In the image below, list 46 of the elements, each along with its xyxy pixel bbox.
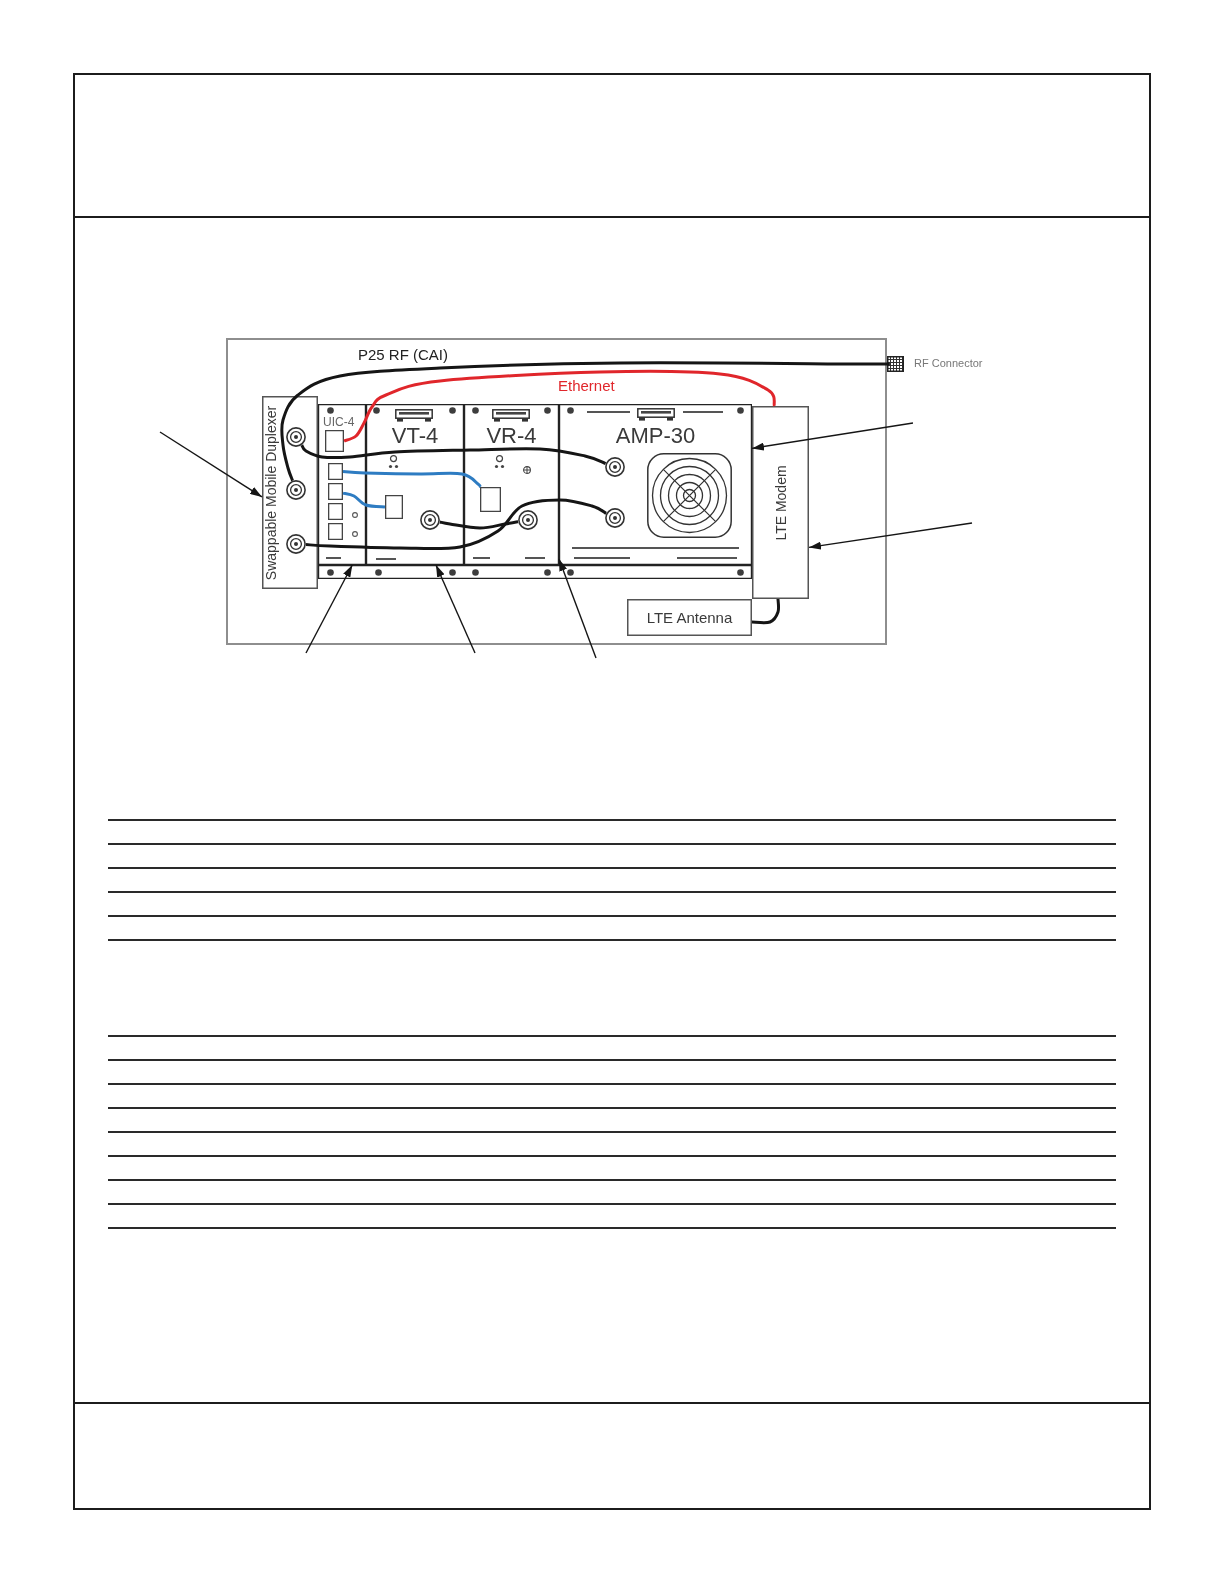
coax-jack bbox=[286, 427, 306, 447]
leader-line bbox=[808, 522, 973, 550]
leader-line bbox=[305, 564, 353, 654]
edge-label: P25 RF (CAI) bbox=[356, 347, 450, 364]
module-label: AMP-30 bbox=[615, 424, 696, 448]
module-label: UIC-4 bbox=[323, 416, 355, 429]
rack-module bbox=[318, 404, 366, 565]
cable bbox=[342, 470, 482, 488]
leader-line bbox=[751, 422, 914, 451]
coax-jack bbox=[605, 508, 625, 528]
connector-label: RF Connector bbox=[914, 357, 983, 370]
antenna-unit bbox=[627, 599, 752, 636]
leader-line bbox=[435, 564, 476, 654]
coax-jack bbox=[605, 457, 625, 477]
data-port bbox=[480, 487, 501, 512]
cable bbox=[343, 369, 776, 443]
leader-line bbox=[558, 558, 597, 659]
data-port bbox=[325, 430, 344, 452]
rack-module bbox=[464, 404, 559, 565]
coax-jack bbox=[286, 480, 306, 500]
data-port bbox=[328, 463, 343, 480]
data-port bbox=[328, 483, 343, 500]
rack-module bbox=[366, 404, 464, 565]
leader-line bbox=[159, 431, 263, 498]
data-port bbox=[385, 495, 403, 519]
rf-connector bbox=[887, 356, 904, 372]
cable bbox=[300, 444, 607, 465]
duplexer-unit bbox=[262, 396, 318, 589]
data-port bbox=[328, 523, 343, 540]
coax-jack bbox=[518, 510, 538, 530]
coax-jack bbox=[286, 534, 306, 554]
cable bbox=[342, 491, 386, 509]
modem-unit bbox=[752, 406, 809, 599]
cable bbox=[305, 498, 607, 551]
cable bbox=[751, 598, 781, 625]
module-label: VT-4 bbox=[391, 424, 439, 448]
module-label: Swappable Mobile Duplexer bbox=[264, 405, 279, 580]
cable bbox=[439, 520, 519, 530]
module-label: VR-4 bbox=[486, 424, 537, 448]
data-port bbox=[328, 503, 343, 520]
coax-jack bbox=[420, 510, 440, 530]
mounting-plate bbox=[226, 338, 887, 645]
module-label: LTE Modem bbox=[773, 464, 788, 541]
cable bbox=[280, 361, 888, 482]
rack-module bbox=[559, 404, 752, 565]
module-label: LTE Antenna bbox=[646, 609, 733, 626]
